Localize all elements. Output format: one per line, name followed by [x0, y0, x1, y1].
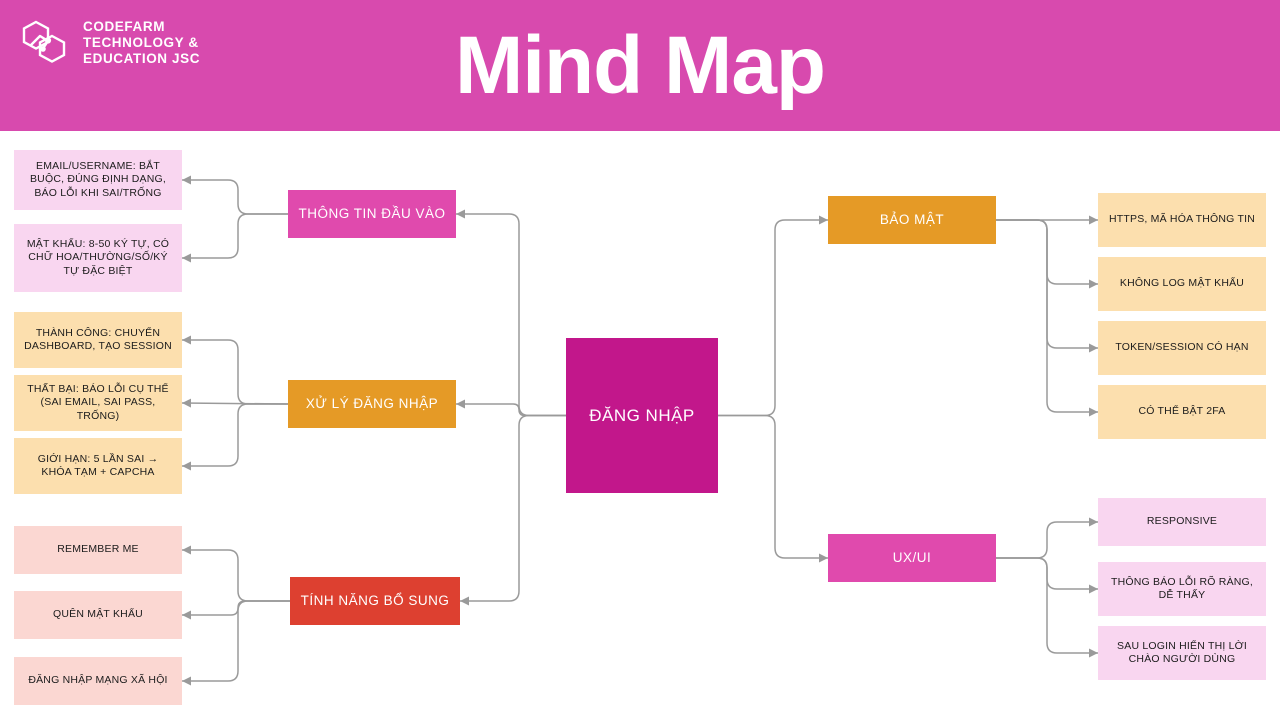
leaf-node-thong-tin-dau-vao-1[interactable]: EMAIL/USERNAME: BẮT BUỘC, ĐÚNG ĐỊNH DẠNG… [14, 150, 182, 210]
page-header: CODEFARM TECHNOLOGY & EDUCATION JSC Mind… [0, 0, 1280, 131]
leaf-node-bao-mat-2[interactable]: KHÔNG LOG MẬT KHẨU [1098, 257, 1266, 311]
leaf-node-xu-ly-dang-nhap-2[interactable]: THẤT BẠI: BÁO LỖI CỤ THỂ (SAI EMAIL, SAI… [14, 375, 182, 431]
brand-lockup: CODEFARM TECHNOLOGY & EDUCATION JSC [18, 16, 200, 70]
page-title: Mind Map [454, 19, 826, 111]
leaf-node-tinh-nang-bo-sung-1[interactable]: REMEMBER ME [14, 526, 182, 574]
leaf-node-xu-ly-dang-nhap-1[interactable]: THÀNH CÔNG: CHUYỂN DASHBOARD, TẠO SESSIO… [14, 312, 182, 368]
leaf-node-thong-tin-dau-vao-2[interactable]: MẬT KHẨU: 8-50 KÝ TỰ, CÓ CHỮ HOA/THƯỜNG/… [14, 224, 182, 292]
mind-map-canvas: ĐĂNG NHẬP THÔNG TIN ĐẦU VÀO EMAIL/USERNAME… [0, 131, 1280, 720]
leaf-node-xu-ly-dang-nhap-3[interactable]: GIỚI HẠN: 5 LẦN SAI → KHÓA TẠM + CAPCHA [14, 438, 182, 494]
leaf-node-bao-mat-4[interactable]: CÓ THỂ BẬT 2FA [1098, 385, 1266, 439]
branch-node-bao-mat[interactable]: BẢO MẬT [828, 196, 996, 244]
branch-node-xu-ly-dang-nhap[interactable]: XỬ LÝ ĐĂNG NHẬP [288, 380, 456, 428]
connector-lines [181, 175, 1098, 686]
branch-node-ux-ui[interactable]: UX/UI [828, 534, 996, 582]
leaf-node-ux-ui-2[interactable]: THÔNG BÁO LỖI RÕ RÀNG, DỄ THẤY [1098, 562, 1266, 616]
leaf-node-tinh-nang-bo-sung-3[interactable]: ĐĂNG NHẬP MẠNG XÃ HỘI [14, 657, 182, 705]
leaf-node-bao-mat-1[interactable]: HTTPS, MÃ HÓA THÔNG TIN [1098, 193, 1266, 247]
leaf-node-ux-ui-1[interactable]: RESPONSIVE [1098, 498, 1266, 546]
leaf-node-tinh-nang-bo-sung-2[interactable]: QUÊN MẬT KHẨU [14, 591, 182, 639]
leaf-node-ux-ui-3[interactable]: SAU LOGIN HIỂN THỊ LỜI CHÀO NGƯỜI DÙNG [1098, 626, 1266, 680]
branch-node-tinh-nang-bo-sung[interactable]: TÍNH NĂNG BỔ SUNG [290, 577, 460, 625]
branch-node-thong-tin-dau-vao[interactable]: THÔNG TIN ĐẦU VÀO [288, 190, 456, 238]
root-node-dang-nhap[interactable]: ĐĂNG NHẬP [566, 338, 718, 493]
hexagon-network-logo-icon [18, 16, 72, 70]
leaf-node-bao-mat-3[interactable]: TOKEN/SESSION CÓ HẠN [1098, 321, 1266, 375]
brand-name: CODEFARM TECHNOLOGY & EDUCATION JSC [83, 19, 201, 66]
